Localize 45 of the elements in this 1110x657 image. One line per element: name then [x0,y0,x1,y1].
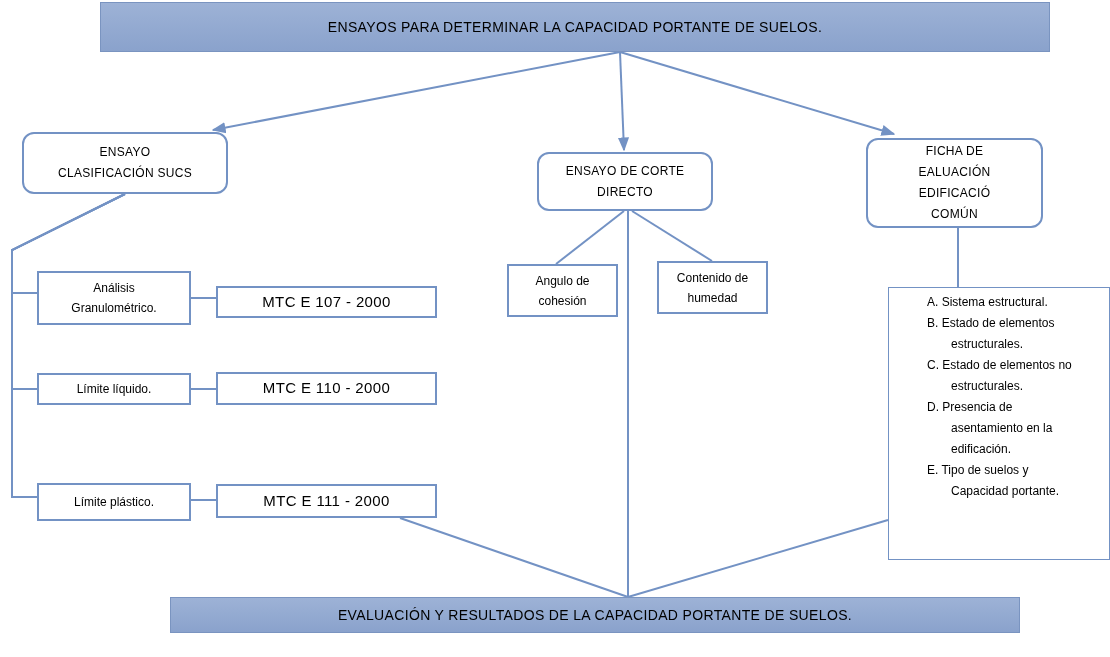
connector-line [399,517,629,598]
test-box [507,264,618,317]
list-item: A. Sistema estructural. [927,294,1048,311]
process-box [537,152,713,211]
arrow [619,51,896,136]
node-text: ENSAYO DE CORTE DIRECTO [564,162,686,201]
connector-line [957,227,959,288]
process-box [22,132,228,194]
connector-line [627,519,889,598]
node-text: MTC E 107 - 2000 [262,291,391,312]
connector-line [555,210,625,265]
node-text: ENSAYO CLASIFICACIÓN SUCS [56,144,194,182]
node-text: ENSAYOS PARA DETERMINAR LA CAPACIDAD PORTANTE DE SUELOS. [327,17,823,37]
connector-line [190,297,217,299]
connector-line [11,193,126,498]
list-box [888,287,1110,560]
standard-box [216,372,437,405]
arrow [211,51,621,134]
node-text: EVALUACIÓN Y RESULTADOS DE LA CAPACIDAD PORTANTE DE SUELOS. [337,605,853,625]
node-text: Contenido de humedad [675,269,750,307]
standard-box [216,484,437,518]
test-box [37,373,191,405]
process-box [866,138,1043,228]
node-text: Análisis Granulométrico. [70,280,158,317]
node-text: FICHA DE EALUACIÓN EDIFICACIÓ COMÚN [917,143,992,223]
connector-line [631,210,713,262]
connector-line [190,388,217,390]
node-text: Límite plástico. [73,494,154,511]
connector-line [627,210,629,598]
result-banner [170,597,1020,633]
list-item: E. Tipo de suelos y Capacidad portante. [927,462,1061,500]
node-text: MTC E 110 - 2000 [262,378,391,399]
node-text: Angulo de cohesión [534,272,591,310]
connector-line [190,499,217,501]
standard-box [216,286,437,318]
node-text: Límite líquido. [76,381,152,398]
title-banner [100,2,1050,52]
list-item: C. Estado de elementos no estructurales. [927,357,1073,395]
test-box [657,261,768,314]
test-box [37,271,191,325]
list-item: B. Estado de elementos estructurales. [927,315,1056,353]
test-box [37,483,191,521]
arrow [617,51,630,152]
node-text: MTC E 111 - 2000 [263,490,390,511]
list-item: D. Presencia de asentamiento en la edificación. [927,399,1054,458]
